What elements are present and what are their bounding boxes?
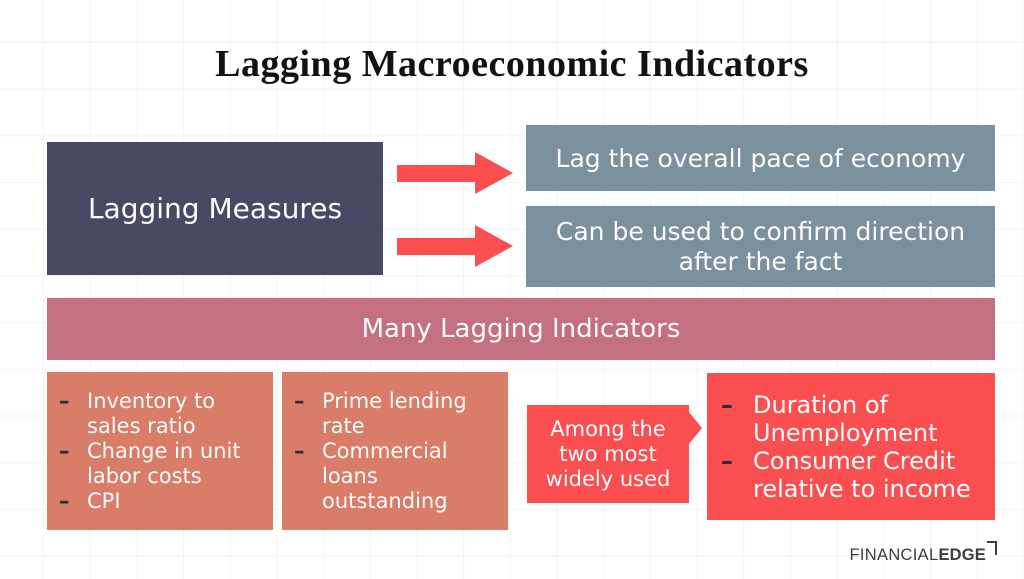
arrow-head — [475, 225, 513, 267]
list-item-text: Commercial loans outstanding — [322, 438, 448, 513]
list-item-text: Inventory to sales ratio — [87, 388, 216, 438]
dash-bullet-icon: – — [59, 488, 70, 513]
list-item: – Inventory to sales ratio — [59, 389, 263, 439]
outcome-box-confirm: Can be used to confirm direction after t… — [526, 206, 995, 287]
logo-financial-text: FINANCIAL — [849, 546, 939, 564]
lagging-measures-label: Lagging Measures — [87, 192, 343, 225]
arrow-shaft — [397, 165, 479, 182]
callout-among-two-most: Among the two most widely used — [527, 405, 702, 503]
list-item-text: Prime lending rate — [322, 388, 467, 438]
list-item: – CPI — [59, 489, 263, 514]
dash-bullet-icon: – — [59, 438, 70, 463]
dash-bullet-icon: – — [721, 390, 733, 419]
callout-pointer-icon — [689, 412, 702, 444]
banner-many-lagging-indicators: Many Lagging Indicators — [47, 298, 995, 360]
dash-bullet-icon: – — [294, 438, 305, 463]
list-item: – Consumer Credit relative to income — [721, 447, 987, 503]
highlight-group: – Duration of Unemployment – Consumer Cr… — [707, 373, 995, 520]
outcome-label: Lag the overall pace of economy — [555, 143, 966, 173]
list-item: – Change in unit labor costs — [59, 439, 263, 489]
logo-corner-icon — [987, 541, 997, 555]
dash-bullet-icon: – — [294, 388, 305, 413]
arrow-head — [475, 152, 513, 194]
list-item: – Commercial loans outstanding — [294, 439, 498, 514]
list-item: – Duration of Unemployment — [721, 391, 987, 447]
dash-bullet-icon: – — [721, 446, 733, 475]
indicator-group-2: – Prime lending rate – Commercial loans … — [282, 372, 508, 530]
list-item-text: Duration of Unemployment — [753, 390, 938, 447]
page-title: Lagging Macroeconomic Indicators — [215, 43, 809, 85]
list-item-text: Consumer Credit relative to income — [753, 446, 971, 503]
arrow-right-icon — [397, 152, 513, 195]
outcome-box-pace: Lag the overall pace of economy — [526, 125, 995, 191]
list-item-text: Change in unit labor costs — [87, 438, 241, 488]
lagging-measures-box: Lagging Measures — [47, 142, 383, 275]
indicator-group-1: – Inventory to sales ratio – Change in u… — [47, 372, 273, 530]
outcome-label: Can be used to confirm direction after t… — [555, 216, 966, 276]
callout-label: Among the two most widely used — [545, 416, 671, 491]
arrow-shaft — [397, 238, 479, 255]
list-item: – Prime lending rate — [294, 389, 498, 439]
dash-bullet-icon: – — [59, 388, 70, 413]
arrow-right-icon — [397, 225, 513, 268]
logo-edge-text: EDGE — [938, 546, 986, 564]
list-item-text: CPI — [87, 488, 121, 513]
banner-label: Many Lagging Indicators — [361, 314, 681, 344]
